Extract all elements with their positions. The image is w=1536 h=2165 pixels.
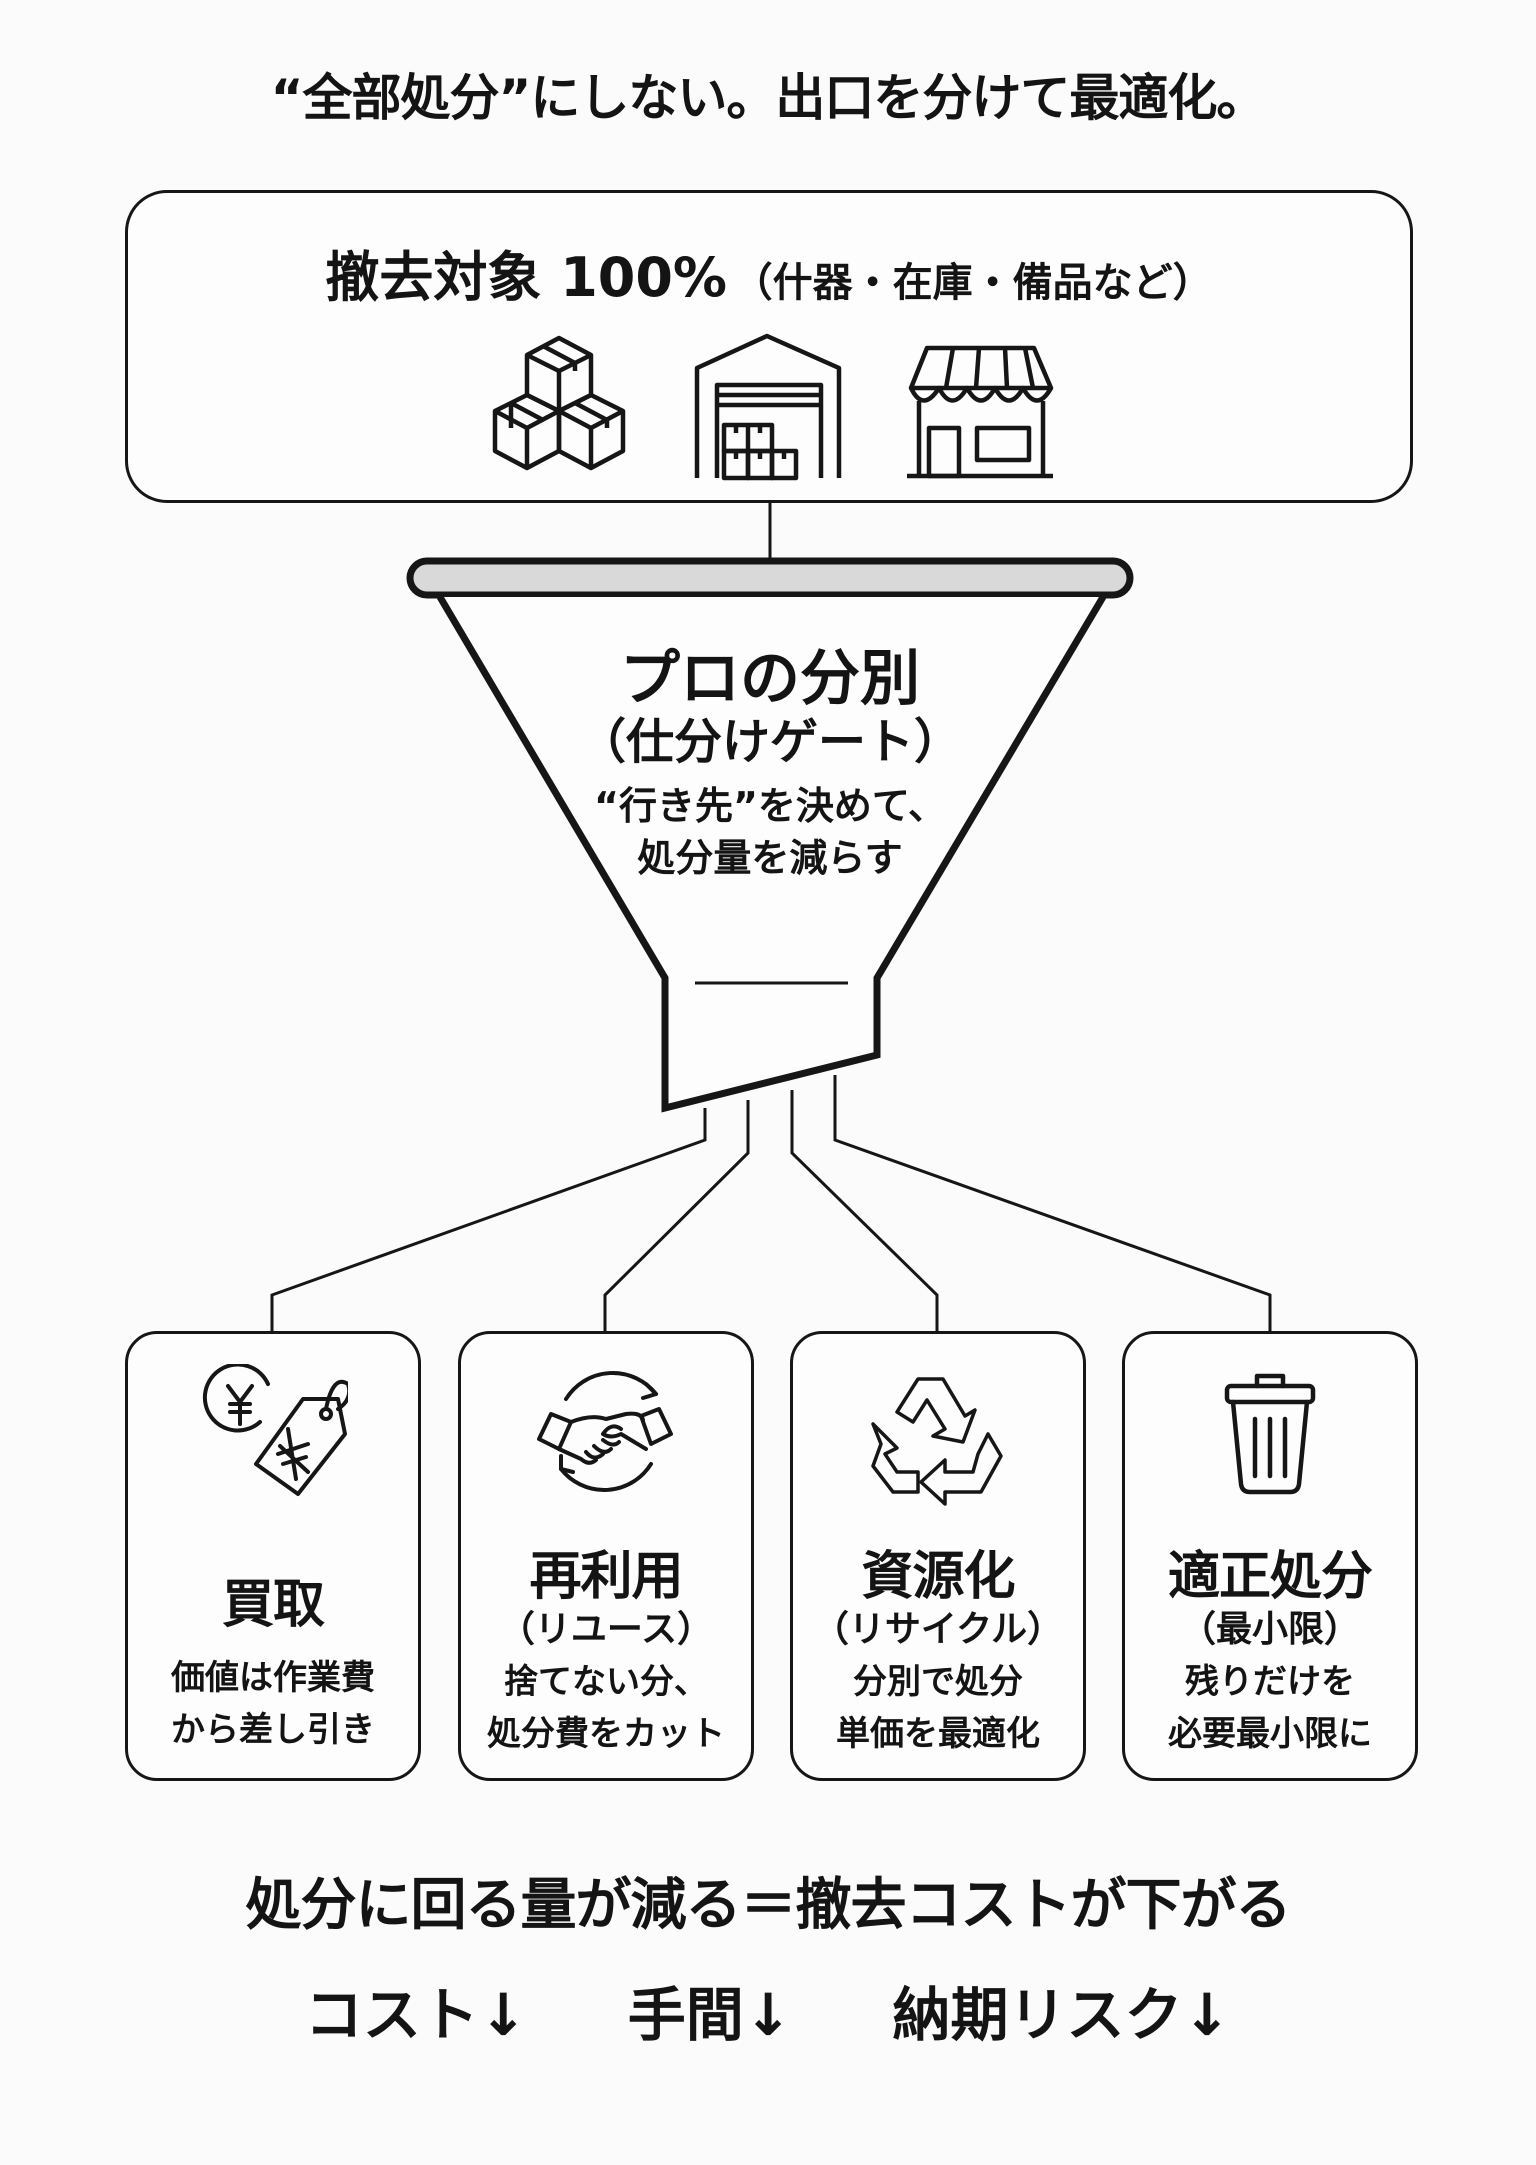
branch-line-reuse xyxy=(603,1100,750,1331)
source-box: 撤去対象 100% （什器・在庫・備品など） xyxy=(125,190,1413,503)
outlet-card-buyback: 買取 価値は作業費 から差し引き xyxy=(125,1331,421,1781)
recycle-icon xyxy=(793,1364,1083,1514)
funnel-title: プロの分別 xyxy=(620,644,920,714)
handshake-cycle-icon xyxy=(461,1364,751,1514)
outlet-card-reuse: 再利用 （リユース） 捨てない分、 処分費をカット xyxy=(458,1331,754,1781)
benefit-cost: コスト↓ xyxy=(304,1981,528,2049)
outlet-description-line: 捨てない分、 xyxy=(504,1662,708,1702)
outlet-paren-label: （リユース） xyxy=(498,1609,714,1650)
yen-price-tag-icon xyxy=(128,1364,418,1514)
outlet-description-line: 単価を最適化 xyxy=(836,1714,1040,1754)
boxes-icon xyxy=(479,333,639,487)
outlet-description: 分別で処分 単価を最適化 xyxy=(793,1656,1083,1760)
headline: “全部処分”にしない。出口を分けて最適化。 xyxy=(270,69,1267,127)
source-box-title-row: 撤去対象 100% （什器・在庫・備品など） xyxy=(128,233,1410,312)
outlet-label: 適正処分 xyxy=(1167,1547,1373,1607)
outlet-description-line: 価値は作業費 xyxy=(171,1658,375,1698)
trash-can-icon xyxy=(1125,1364,1415,1514)
branch-line-buy xyxy=(270,1108,707,1331)
storefront-icon xyxy=(899,333,1059,487)
conclusion-statement: 処分に回る量が減る＝撤去コストが下がる xyxy=(245,1873,1292,1938)
outlet-paren-label: （最小限） xyxy=(1179,1609,1360,1650)
benefit-effort: 手間↓ xyxy=(627,1981,793,2049)
outlet-description-line: 処分費をカット xyxy=(487,1714,725,1754)
source-box-title: 撤去対象 100% xyxy=(325,246,728,309)
outlet-description-line: 必要最小限に xyxy=(1168,1714,1372,1754)
funnel-subtitle: （仕分けゲート） xyxy=(577,714,962,770)
outlet-description: 残りだけを 必要最小限に xyxy=(1125,1656,1415,1760)
outlet-card-dispose: 適正処分 （最小限） 残りだけを 必要最小限に xyxy=(1122,1331,1418,1781)
funnel-description: “行き先”を決めて、 処分量を減らす xyxy=(560,780,980,884)
source-box-subtitle: （什器・在庫・備品など） xyxy=(732,260,1213,306)
outlet-description-line: 残りだけを xyxy=(1185,1662,1355,1702)
outlet-description-line: から差し引き xyxy=(171,1710,375,1750)
funnel-rim xyxy=(406,557,1134,599)
source-icons xyxy=(128,333,1410,487)
funnel-description-line: “行き先”を決めて、 xyxy=(593,784,947,828)
outlet-label: 資源化 xyxy=(861,1547,1015,1607)
outlet-paren-label: （リサイクル） xyxy=(812,1609,1064,1650)
outlet-label: 再利用 xyxy=(529,1547,683,1607)
outlet-label: 買取 xyxy=(221,1575,325,1635)
outlet-description: 捨てない分、 処分費をカット xyxy=(461,1656,751,1760)
outlet-description: 価値は作業費 から差し引き xyxy=(128,1652,418,1756)
outlet-description-line: 分別で処分 xyxy=(853,1662,1023,1702)
branch-line-recycle xyxy=(790,1090,939,1331)
outlet-card-recycle: 資源化 （リサイクル） 分別で処分 単価を最適化 xyxy=(790,1331,1086,1781)
funnel-description-line: 処分量を減らす xyxy=(637,836,903,880)
branch-line-dispose xyxy=(833,1075,1272,1331)
warehouse-icon xyxy=(689,333,849,487)
benefits-row: コスト↓ 手間↓ 納期リスク↓ xyxy=(0,1968,1536,2052)
benefit-delivery-risk: 納期リスク↓ xyxy=(892,1981,1232,2049)
